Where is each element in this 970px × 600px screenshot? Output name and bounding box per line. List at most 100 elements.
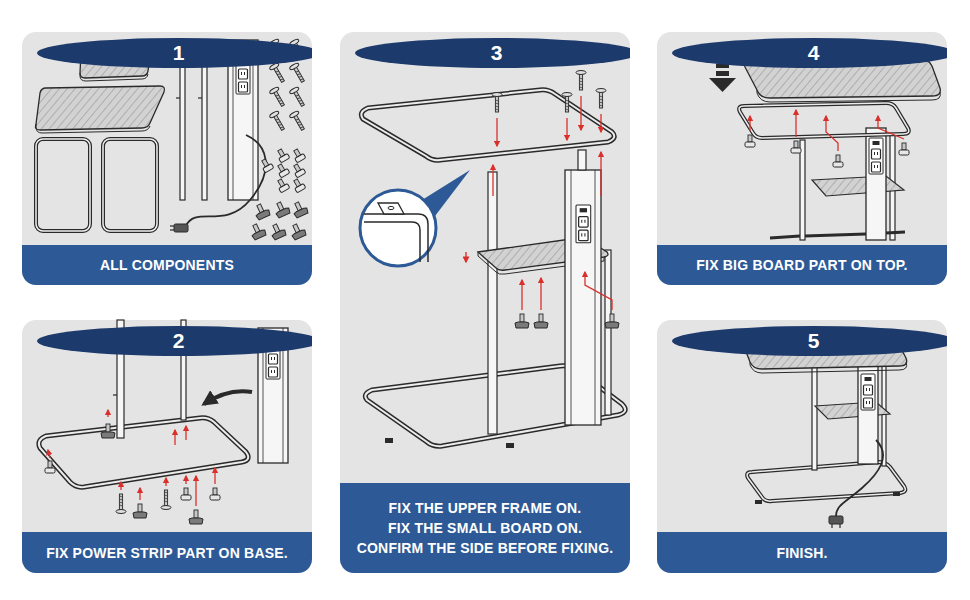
frame-assembly-figure-part: [585, 272, 612, 310]
base-assembly-figure-part: [48, 450, 50, 458]
frame-assembly-figure-part: [361, 90, 614, 160]
components-figure-part: [176, 97, 180, 98]
base-assembly-figure-part: [210, 488, 220, 500]
frame-assembly-figure-part: [478, 252, 604, 274]
finished-table-figure-part: [755, 500, 762, 504]
frame-assembly-figure-part: [600, 152, 601, 196]
frame-assembly-figure-part: [378, 203, 404, 214]
top-board-figure-part: [749, 116, 750, 131]
components-figure-part: [36, 139, 90, 231]
base-assembly-figure-part: [195, 476, 196, 506]
base-assembly-figure-part: [107, 410, 108, 417]
components-figure-part: [198, 97, 202, 98]
frame-assembly-figure-part: [422, 170, 470, 220]
frame-assembly-figure-part: [580, 96, 581, 130]
top-board-figure-part: [800, 140, 805, 240]
top-board-figure-part: [716, 57, 729, 61]
step-number: 1: [37, 38, 312, 68]
top-board-figure-part: [812, 176, 904, 196]
frame-assembly-figure-part: [605, 250, 611, 415]
components-figure-part: [103, 139, 157, 231]
base-assembly-figure-part: [266, 343, 280, 379]
base-assembly-figure-part: [258, 328, 288, 463]
step-number: 4: [672, 38, 947, 68]
finished-table-figure-part: [829, 516, 843, 524]
finished-table-figure-part: [815, 402, 890, 419]
frame-assembly-figure-part: [600, 114, 601, 132]
components-figure-part: [248, 222, 267, 241]
components-figure-part: [186, 135, 266, 226]
step-panel: 1ALL COMPONENTS: [22, 32, 312, 285]
caption-band: ALL COMPONENTS: [22, 245, 312, 285]
finished-table-figure-part: [836, 440, 883, 516]
frame-assembly-figure-part: [385, 438, 393, 443]
base-assembly-figure-part: [189, 510, 203, 524]
base-assembly-figure-part: [116, 494, 126, 514]
top-board-figure-part: [795, 110, 796, 137]
top-board-figure-part: [739, 103, 909, 138]
base-assembly-figure-part: [139, 488, 140, 500]
components-figure-part: [253, 40, 254, 200]
step-caption: FIX THE SMALL BOARD ON.: [388, 518, 582, 538]
components-figure-part: [233, 40, 234, 200]
finished-table-figure-part: [747, 462, 905, 501]
components-figure-part: [174, 224, 188, 232]
base-assembly-figure-part: [45, 461, 55, 473]
step-panel: 3FIX THE UPPER FRAME ON.FIX THE SMALL BO…: [340, 32, 630, 573]
frame-assembly-figure-part: [365, 366, 625, 446]
base-assembly-figure-part: [283, 328, 284, 463]
frame-assembly-figure-part: [364, 222, 420, 262]
frame-assembly-figure-part: [364, 214, 428, 262]
components-figure-part: [259, 157, 274, 172]
top-board-figure-part: [770, 232, 905, 238]
step-panel: 2FIX POWER STRIP PART ON BASE.: [22, 320, 312, 573]
frame-assembly-figure-part: [492, 93, 502, 113]
top-board-figure-part: [826, 116, 838, 151]
components-figure-part: [269, 110, 287, 132]
step-caption: FIX BIG BOARD PART ON TOP.: [696, 255, 907, 275]
base-assembly-figure-part: [177, 344, 181, 345]
top-board-figure-part: [739, 103, 909, 138]
components-figure-part: [252, 202, 271, 221]
top-board-figure-part: [890, 134, 895, 240]
components-figure-part: [290, 200, 309, 219]
components-figure-part: [272, 200, 291, 219]
frame-assembly-figure-part: [388, 206, 394, 209]
top-board-figure-part: [745, 135, 755, 147]
components-figure-part: [170, 225, 174, 226]
step-caption: FIX POWER STRIP PART ON BASE.: [46, 543, 288, 563]
frame-assembly-figure-part: [595, 170, 596, 425]
components-figure-part: [288, 222, 307, 241]
frame-assembly-figure-part: [571, 170, 572, 425]
top-board-figure-part: [791, 141, 801, 153]
step-number: 3: [355, 38, 630, 68]
top-board-figure-part: [866, 128, 886, 240]
finished-table-figure-part: [750, 362, 907, 373]
frame-assembly-figure-part: [576, 71, 586, 91]
frame-assembly-figure-part: [540, 278, 541, 310]
finished-table-figure-part: [861, 374, 875, 410]
base-assembly-figure-part: [174, 430, 175, 445]
base-assembly-figure-part: [161, 490, 171, 510]
frame-assembly-figure-part: [596, 89, 606, 109]
top-board-figure-part: [716, 64, 729, 68]
finished-table-figure-part: [858, 362, 878, 464]
base-assembly-figure-part: [214, 468, 215, 484]
base-assembly-figure-part: [165, 478, 166, 486]
base-assembly-figure-part: [101, 424, 115, 438]
frame-assembly-figure-part: [360, 190, 436, 266]
base-assembly-figure-part: [113, 394, 117, 395]
components-figure-part: [291, 162, 306, 177]
base-assembly-figure-part: [181, 320, 186, 420]
top-board-figure-part: [716, 71, 729, 76]
frame-assembly-figure-part: [361, 90, 614, 160]
base-assembly-figure: [39, 320, 288, 524]
components-figure-part: [275, 147, 290, 162]
frame-assembly-figure-part: [576, 205, 591, 243]
components-figure-part: [228, 40, 258, 200]
base-assembly-figure-part: [39, 418, 248, 487]
step-number: 5: [672, 326, 947, 356]
step-caption: ALL COMPONENTS: [100, 255, 234, 275]
frame-assembly-figure-part: [565, 170, 601, 425]
frame-assembly-figure-part: [465, 252, 466, 262]
